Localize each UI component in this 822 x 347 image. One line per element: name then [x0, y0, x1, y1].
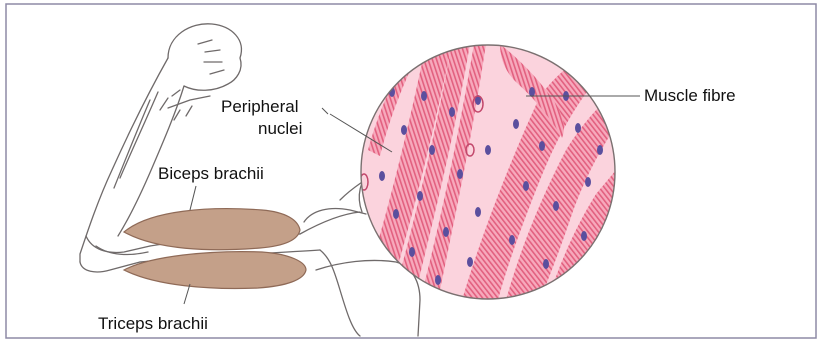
biceps-brachii-label: Biceps brachii	[158, 164, 264, 184]
biceps-muscle	[124, 209, 300, 250]
triceps-muscle	[124, 252, 306, 289]
triceps-brachii-label: Triceps brachii	[98, 314, 208, 334]
muscle-fibre-label: Muscle fibre	[644, 86, 736, 106]
triceps-leader	[184, 284, 190, 304]
peripheral-nuclei-label-line2: nuclei	[258, 119, 302, 139]
peripheral-nuclei-label-line1: Peripheral	[221, 97, 299, 117]
biceps-leader	[190, 186, 196, 210]
